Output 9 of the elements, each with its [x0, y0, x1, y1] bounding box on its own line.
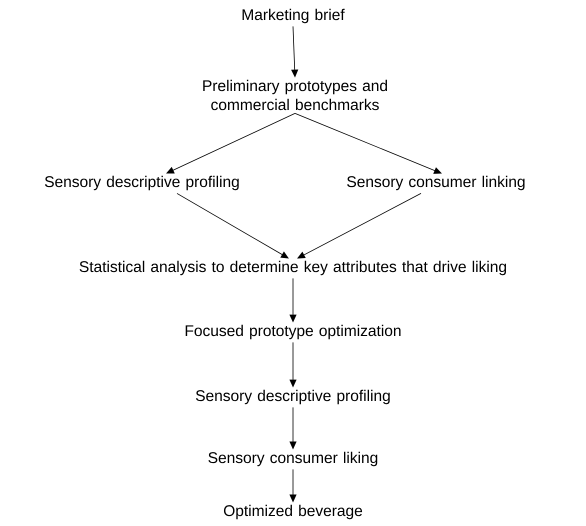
step-label: Focused prototype optimization — [186, 324, 400, 340]
step-label: Sensory consumer linking — [347, 176, 525, 190]
step-label: Sensory descriptive profiling — [196, 390, 390, 404]
step-label: Preliminary prototypes and commercial benchmarks — [203, 80, 387, 110]
step-label: Marketing brief — [242, 8, 345, 24]
step-label: Statistical analysis to determine key attributes that drive liking — [80, 260, 506, 276]
step-label: Sensory consumer liking — [208, 452, 378, 466]
step-label: Sensory descriptive profiling — [44, 176, 239, 190]
step-label: Optimized beverage — [224, 504, 362, 520]
